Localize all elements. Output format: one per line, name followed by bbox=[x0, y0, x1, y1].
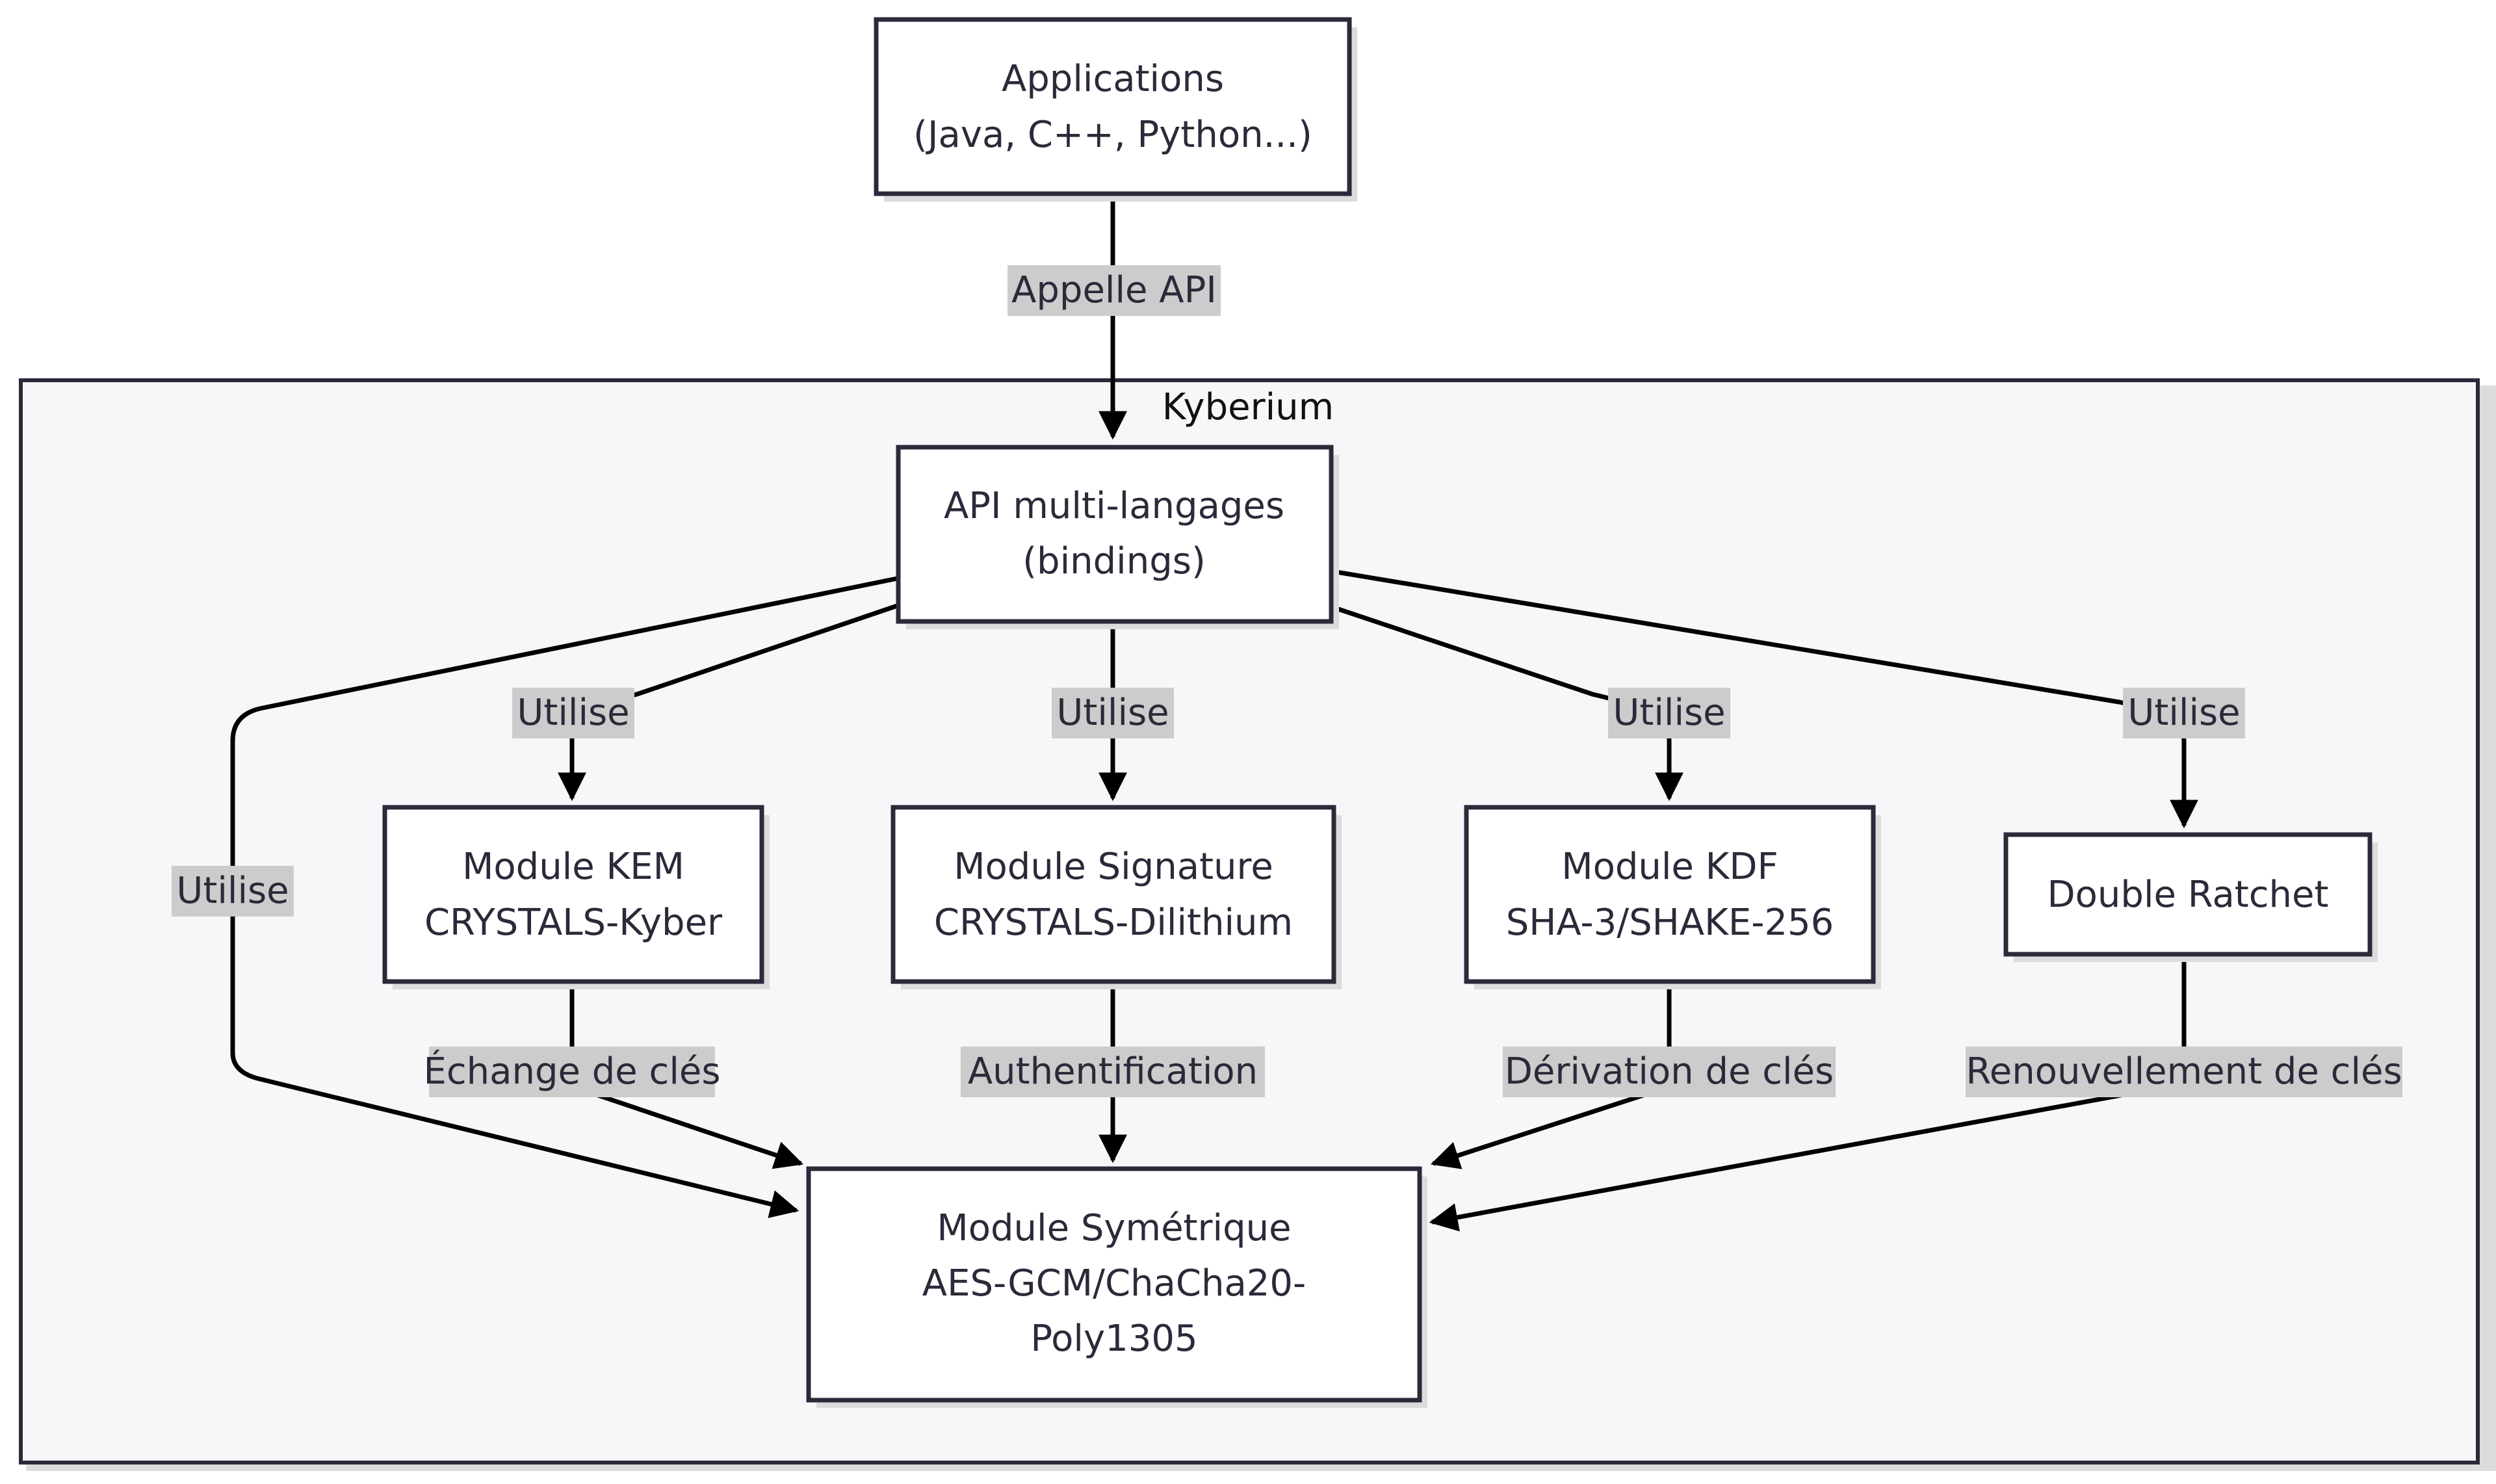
node-kem-line2: CRYSTALS-Kyber bbox=[424, 902, 723, 944]
node-kdf: Module KDF SHA-3/SHAKE-256 bbox=[1464, 805, 1881, 989]
node-symmetric: Module Symétrique AES-GCM/ChaCha20- Poly… bbox=[806, 1166, 1427, 1408]
edge-label-api-kem: Utilise bbox=[512, 688, 634, 738]
node-applications-line1: Applications bbox=[1002, 58, 1224, 100]
node-api-line1: API multi-langages bbox=[944, 485, 1284, 527]
svg-text:Utilise: Utilise bbox=[1056, 692, 1169, 734]
svg-text:Utilise: Utilise bbox=[1613, 692, 1725, 734]
svg-text:Appelle API: Appelle API bbox=[1011, 269, 1217, 311]
node-applications-line2: (Java, C++, Python...) bbox=[913, 114, 1312, 156]
node-api-line2: (bindings) bbox=[1022, 540, 1206, 582]
svg-text:Renouvellement de clés: Renouvellement de clés bbox=[1966, 1050, 2402, 1093]
node-api: API multi-langages (bindings) bbox=[896, 445, 1339, 629]
edge-label-kdf-sym: Dérivation de clés bbox=[1503, 1047, 1836, 1097]
node-ratchet-line1: Double Ratchet bbox=[2048, 874, 2329, 916]
node-signature-line1: Module Signature bbox=[954, 846, 1273, 888]
node-signature-line2: CRYSTALS-Dilithium bbox=[934, 902, 1293, 944]
svg-text:Échange de clés: Échange de clés bbox=[423, 1050, 720, 1093]
cluster-title: Kyberium bbox=[1162, 386, 1334, 428]
node-kem-line1: Module KEM bbox=[462, 846, 684, 888]
edge-label-api-kdf: Utilise bbox=[1608, 688, 1730, 738]
node-symmetric-line3: Poly1305 bbox=[1030, 1318, 1197, 1360]
node-kdf-line1: Module KDF bbox=[1561, 846, 1778, 888]
edge-label-sig-sym: Authentification bbox=[961, 1047, 1265, 1097]
svg-text:Dérivation de clés: Dérivation de clés bbox=[1505, 1050, 1834, 1093]
edge-label-kem-sym: Échange de clés bbox=[423, 1047, 721, 1097]
node-symmetric-line1: Module Symétrique bbox=[937, 1207, 1291, 1249]
edge-label-ratchet-sym: Renouvellement de clés bbox=[1966, 1047, 2402, 1097]
edge-label-apps-api: Appelle API bbox=[1008, 265, 1221, 316]
edge-label-api-sig: Utilise bbox=[1052, 688, 1174, 738]
node-kem: Module KEM CRYSTALS-Kyber bbox=[382, 805, 770, 989]
node-ratchet: Double Ratchet bbox=[2003, 832, 2378, 962]
edge-label-api-ratchet: Utilise bbox=[2123, 688, 2245, 738]
svg-text:Utilise: Utilise bbox=[176, 870, 289, 912]
node-signature: Module Signature CRYSTALS-Dilithium bbox=[890, 805, 1342, 989]
node-applications: Applications (Java, C++, Python...) bbox=[874, 17, 1357, 202]
svg-text:Utilise: Utilise bbox=[517, 692, 629, 734]
svg-text:Utilise: Utilise bbox=[2127, 692, 2240, 734]
node-symmetric-line2: AES-GCM/ChaCha20- bbox=[922, 1262, 1306, 1305]
edge-label-api-sym: Utilise bbox=[172, 866, 294, 917]
svg-text:Authentification: Authentification bbox=[968, 1050, 1258, 1093]
node-kdf-line2: SHA-3/SHAKE-256 bbox=[1506, 902, 1834, 944]
